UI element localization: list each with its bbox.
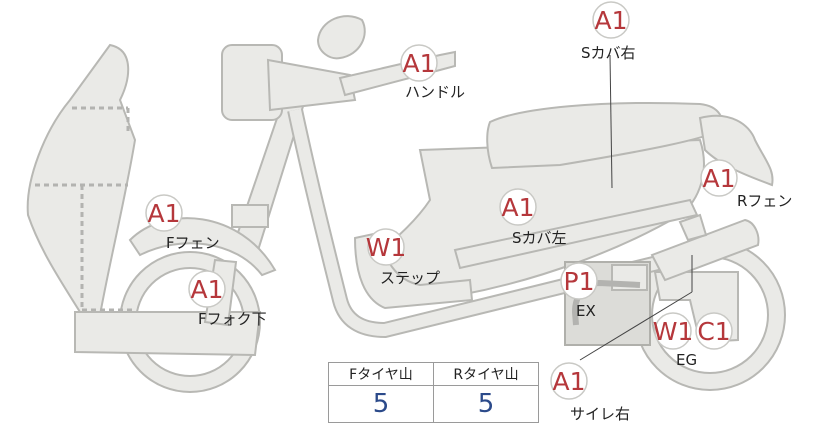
label-handle: ハンドル <box>405 83 466 101</box>
front-tread-header: Fタイヤ山 <box>328 362 434 386</box>
air-cleaner <box>650 218 760 282</box>
mirror <box>316 15 366 60</box>
svg-text:A1: A1 <box>402 49 435 78</box>
label-side-cover-right: サイレ右 <box>570 405 631 423</box>
front-shield <box>26 43 137 317</box>
tire-tread-table: Fタイヤ山 Rタイヤ山 5 5 <box>328 362 539 423</box>
grade-badge-f-fork-lower: A1 <box>188 270 226 308</box>
svg-text:C1: C1 <box>697 317 730 346</box>
tread-table-header-row: Fタイヤ山 Rタイヤ山 <box>328 362 539 386</box>
grade-badge-side-cover-right: A1 <box>550 362 588 400</box>
grade-badge-s-cover-left: A1 <box>499 188 537 226</box>
svg-text:A1: A1 <box>147 199 180 228</box>
grade-badge-engine-1: W1 <box>653 312 694 350</box>
label-f-fender: Fフェン <box>166 234 220 252</box>
svg-text:A1: A1 <box>501 193 534 222</box>
label-r-fender: Rフェン <box>737 192 793 210</box>
rear-tread-value: 5 <box>433 385 539 423</box>
label-s-cover-left: Sカバ左 <box>512 229 567 247</box>
tread-table-value-row: 5 5 <box>328 385 539 423</box>
grade-badge-engine-2: C1 <box>695 312 733 350</box>
front-tread-value: 5 <box>328 385 434 423</box>
svg-text:A1: A1 <box>594 6 627 35</box>
grade-badge-handle: A1 <box>400 44 438 82</box>
svg-text:W1: W1 <box>366 233 407 262</box>
grade-badge-f-fender: A1 <box>145 194 183 232</box>
grade-badge-step: W1 <box>366 228 407 266</box>
svg-text:P1: P1 <box>564 267 595 296</box>
label-step: ステップ <box>380 269 441 287</box>
svg-text:A1: A1 <box>702 164 735 193</box>
grade-badge-exhaust: P1 <box>560 262 598 300</box>
label-s-cover-right: Sカバ右 <box>581 44 636 62</box>
rear-tread-header: Rタイヤ山 <box>433 362 539 386</box>
label-exhaust: EX <box>576 302 596 320</box>
grade-badge-s-cover-right: A1 <box>592 1 630 39</box>
svg-text:A1: A1 <box>552 367 585 396</box>
label-f-fork-lower: Fフォク下 <box>198 310 267 328</box>
grade-badge-r-fender: A1 <box>700 159 738 197</box>
label-engine: EG <box>676 351 698 369</box>
svg-text:A1: A1 <box>190 275 223 304</box>
svg-text:W1: W1 <box>653 317 694 346</box>
